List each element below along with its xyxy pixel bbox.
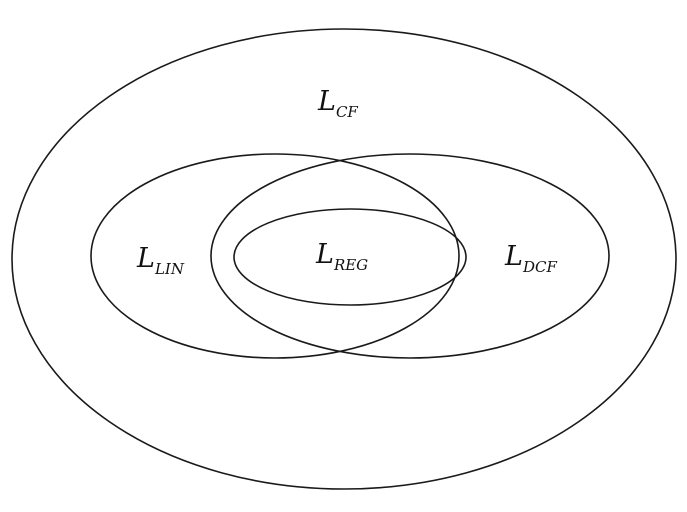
label-reg-subscript: REG	[333, 256, 368, 274]
label-reg: LREG	[315, 239, 368, 274]
label-cf-letter: L	[317, 86, 336, 117]
set-reg-boundary	[233, 208, 467, 306]
label-cf: LCF	[317, 86, 358, 121]
label-lin-letter: L	[136, 243, 155, 274]
label-lin: LLIN	[136, 243, 185, 278]
label-lin-subscript: LIN	[154, 260, 185, 278]
label-cf-subscript: CF	[336, 103, 358, 121]
set-cf-boundary	[11, 28, 677, 490]
label-dcf-subscript: DCF	[522, 258, 558, 276]
label-dcf-letter: L	[504, 241, 523, 272]
label-reg-letter: L	[315, 239, 334, 270]
set-dcf-boundary	[210, 153, 610, 359]
label-dcf: LDCF	[504, 241, 557, 276]
set-lin-boundary	[90, 153, 460, 359]
